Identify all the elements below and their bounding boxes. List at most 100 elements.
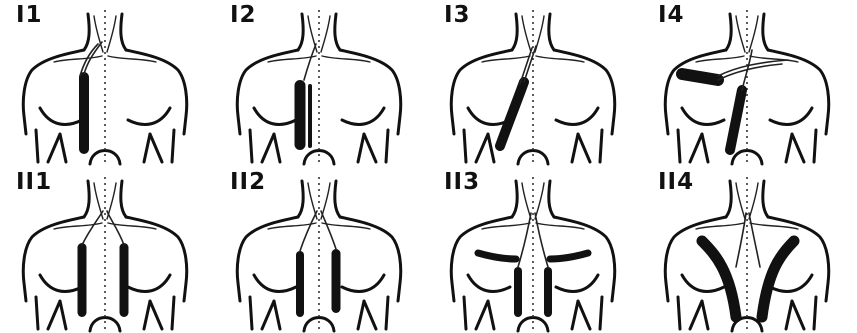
rib-lines-left [476, 134, 494, 162]
rib-lines-right [572, 301, 590, 329]
arm-inner-right [172, 130, 174, 162]
graft-vessel [736, 213, 746, 267]
pectoral-right [128, 108, 170, 124]
neck-strand [321, 16, 330, 52]
arm-inner-right [814, 297, 816, 329]
pectoral-left [40, 275, 82, 291]
incision-mark [308, 84, 312, 148]
neck-line-left [298, 14, 303, 50]
neck-strand [522, 183, 531, 219]
arm-inner-left [678, 130, 680, 162]
neck-line-right [763, 14, 768, 50]
rib-lines-left [48, 134, 66, 162]
arm-inner-left [464, 297, 466, 329]
arm-inner-left [250, 130, 252, 162]
neck-strand [749, 16, 758, 52]
neck-strand [107, 16, 116, 52]
arm-inner-right [600, 297, 602, 329]
incision-mark [78, 243, 87, 317]
panel-i1: I1 [0, 0, 214, 166]
neck-line-left [726, 181, 731, 217]
panel-label: II2 [230, 169, 266, 195]
neck-line-left [84, 181, 89, 217]
panel-label: II1 [16, 169, 52, 195]
pectoral-right [342, 275, 384, 291]
graft-vessel [518, 213, 531, 267]
rib-lines-right [572, 134, 590, 162]
panel-label: I4 [658, 2, 685, 28]
neck-line-left [512, 181, 517, 217]
panel-ii1: II1 [0, 167, 214, 333]
arm-inner-left [678, 297, 680, 329]
neck-line-right [549, 14, 554, 50]
pectoral-left [254, 275, 296, 291]
neck-line-right [549, 181, 554, 217]
rib-lines-right [144, 301, 162, 329]
arm-inner-right [600, 130, 602, 162]
panel-ii4: II4 [642, 167, 856, 333]
graft-vessel [535, 213, 548, 267]
rib-lines-right [786, 301, 804, 329]
neck-strand [535, 183, 544, 219]
pectoral-left [40, 108, 82, 124]
panel-i3: I3 [428, 0, 642, 166]
incision-mark [500, 82, 524, 146]
neck-line-left [512, 14, 517, 50]
rib-lines-left [690, 301, 708, 329]
graft-vessel [321, 211, 336, 249]
incision-mark [730, 90, 742, 150]
neck-line-right [335, 181, 340, 217]
pectoral-left [254, 108, 296, 124]
graft-vessel [524, 46, 536, 82]
panel-ii3: II3 [428, 167, 642, 333]
neck-strand [522, 16, 531, 52]
graft-vessel [304, 44, 316, 80]
arm-inner-left [36, 130, 38, 162]
incision-mark [296, 251, 304, 317]
neck-strand [749, 183, 758, 219]
incision-mark [514, 267, 522, 317]
neck-line-right [335, 14, 340, 50]
pectoral-right [556, 108, 598, 124]
pectoral-left [682, 275, 724, 291]
incision-mark [550, 253, 588, 259]
rib-lines-left [48, 301, 66, 329]
pectoral-right [770, 108, 812, 124]
neck-line-right [121, 14, 126, 50]
incision-mark [332, 249, 341, 313]
rib-lines-left [262, 301, 280, 329]
incision-mark [79, 72, 89, 154]
rib-lines-right [786, 134, 804, 162]
rib-lines-right [358, 301, 376, 329]
arm-inner-left [36, 297, 38, 329]
graft-vessel [107, 211, 124, 245]
rib-lines-right [358, 134, 376, 162]
incision-mark [120, 243, 129, 317]
neck-line-left [298, 181, 303, 217]
rib-lines-left [262, 134, 280, 162]
arm-inner-left [464, 130, 466, 162]
arm-inner-left [250, 297, 252, 329]
panel-label: II4 [658, 169, 694, 195]
panel-label: I2 [230, 2, 257, 28]
pectoral-right [128, 275, 170, 291]
panel-label: I3 [444, 2, 471, 28]
pectoral-right [556, 275, 598, 291]
pectoral-left [468, 275, 510, 291]
neck-strand [736, 183, 745, 219]
incision-mark [682, 74, 718, 80]
arm-inner-right [386, 297, 388, 329]
panel-ii2: II2 [214, 167, 428, 333]
graft-vessel [749, 213, 760, 267]
rib-lines-right [144, 134, 162, 162]
neck-strand [736, 16, 745, 52]
panel-label: II3 [444, 169, 480, 195]
neck-line-left [726, 14, 731, 50]
graft-vessel [300, 211, 317, 251]
incision-mark [295, 80, 306, 150]
pectoral-left [682, 108, 724, 124]
pectoral-right [342, 108, 384, 124]
arm-inner-right [172, 297, 174, 329]
incision-mark [702, 241, 736, 317]
